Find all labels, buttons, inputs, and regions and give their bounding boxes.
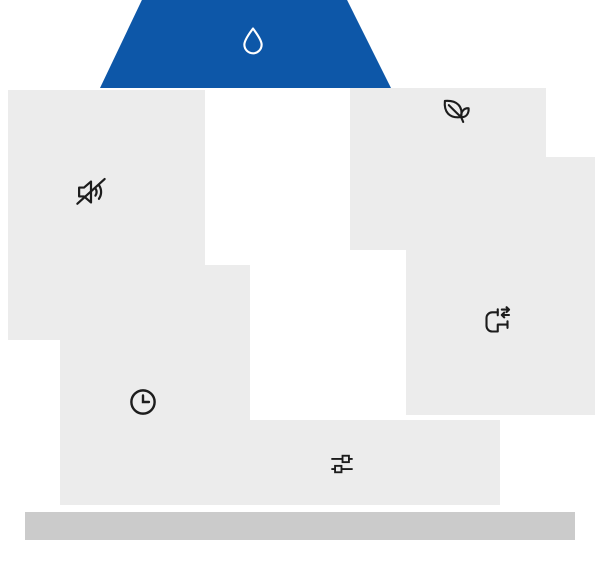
bottom-bar xyxy=(25,512,575,540)
leaf-icon xyxy=(443,99,470,123)
water-tab[interactable] xyxy=(100,0,391,88)
tile-hose[interactable] xyxy=(406,157,595,415)
sliders-icon xyxy=(331,454,353,474)
water-drop-icon xyxy=(243,27,263,55)
speaker-muted-icon xyxy=(76,177,106,205)
tile-tune[interactable] xyxy=(200,420,500,505)
hose-swap-icon xyxy=(485,306,511,333)
clock-icon xyxy=(130,389,156,415)
